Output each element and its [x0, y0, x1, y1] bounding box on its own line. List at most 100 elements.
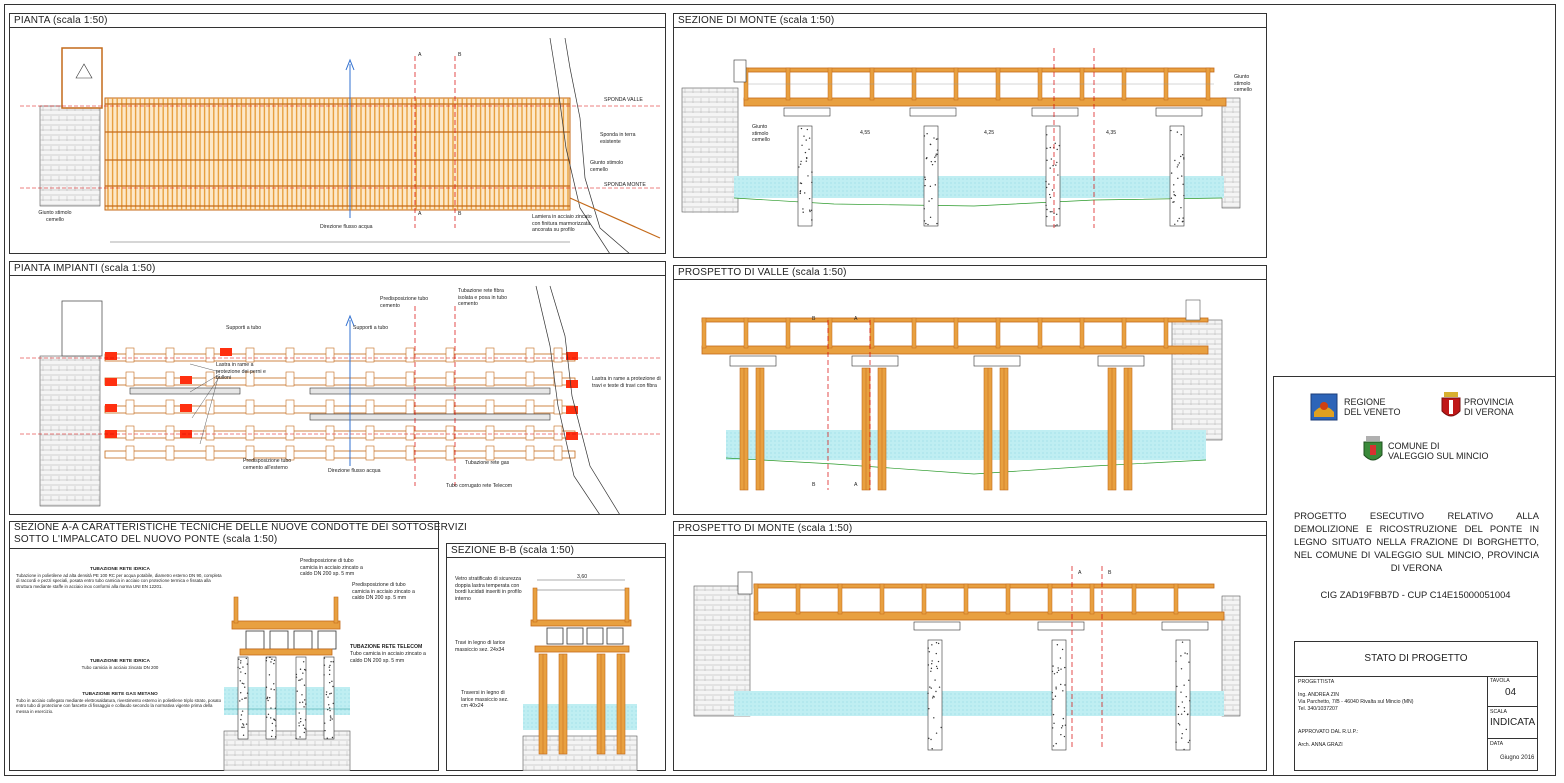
scala-header: SCALA [1490, 709, 1507, 716]
panel-prospetto-monte: PROSPETTO DI MONTE (scala 1:50) A B [673, 521, 1267, 771]
support-clamp [286, 400, 294, 414]
pile-grain [929, 651, 930, 652]
prospetto-monte-drawing [674, 535, 1266, 770]
pile-grain [272, 723, 273, 724]
pile-grain [327, 696, 328, 697]
section-mark-b: B [1108, 570, 1111, 577]
pile-grain [298, 725, 299, 726]
pile-grain [811, 171, 812, 172]
support-clamp [486, 426, 494, 440]
baluster [1048, 584, 1052, 614]
pile-grain [1180, 655, 1181, 656]
duct [567, 628, 583, 644]
support-clamp [326, 348, 334, 362]
pile-grain [240, 719, 241, 720]
pile-grain [934, 679, 935, 680]
pile [324, 657, 334, 739]
section-mark-b-bottom: B [812, 482, 815, 489]
label-sponda: Sponda in terra esistente [600, 132, 640, 145]
pile-grain [1176, 686, 1177, 687]
label-vetro: Vetro stratificato di sicurezza doppia l… [455, 576, 523, 602]
pier-cap [1156, 108, 1202, 116]
pile-grain [1058, 670, 1059, 671]
pile-grain [239, 700, 240, 701]
pile-grain [240, 662, 241, 663]
pile-grain [273, 683, 274, 684]
pile-grain [299, 679, 300, 680]
support-clamp [166, 446, 174, 460]
pile-grain [1049, 194, 1050, 195]
pile-grain [302, 672, 303, 673]
pile-grain [928, 200, 929, 201]
pile-grain [245, 673, 246, 674]
panel-title: PROSPETTO DI VALLE (scala 1:50) [678, 267, 847, 278]
support-clamp [246, 400, 254, 414]
pile-grain [303, 725, 304, 726]
pile-grain [1179, 724, 1180, 725]
pile-grain [928, 738, 929, 739]
baluster [954, 318, 958, 348]
pile-grain [935, 691, 936, 692]
pile-grain [936, 653, 937, 654]
support-clamp [486, 348, 494, 362]
copper-plate [566, 380, 578, 388]
baluster [880, 584, 884, 614]
pile-grain [1184, 711, 1185, 712]
org-provincia: PROVINCIA DI VERONA [1464, 397, 1514, 417]
pile-grain [931, 644, 932, 645]
support-clamp [126, 446, 134, 460]
pile-grain [305, 719, 306, 720]
panel-prospetto-valle: PROSPETTO DI VALLE (scala 1:50) B A B A [673, 265, 1267, 515]
pile-grain [1055, 164, 1056, 165]
pile-grain [1050, 211, 1051, 212]
pile-grain [1181, 175, 1182, 176]
pile-grain [1051, 158, 1052, 159]
support-clamp [366, 400, 374, 414]
pile-grain [1182, 221, 1183, 222]
pile-grain [246, 723, 247, 724]
pile-grain [924, 208, 925, 209]
pile-grain [1057, 667, 1058, 668]
pier-cap [1162, 622, 1208, 630]
baluster [1132, 584, 1136, 614]
pile-grain [1046, 209, 1047, 210]
pile [1176, 640, 1190, 750]
support-clamp [526, 426, 534, 440]
pile-grain [1053, 723, 1054, 724]
pile-grain [924, 135, 925, 136]
support-clamp [286, 426, 294, 440]
support-clamp [166, 426, 174, 440]
pile [1046, 126, 1060, 226]
pile-grain [327, 738, 328, 739]
pile-grain [326, 691, 327, 692]
pile-grain [331, 693, 332, 694]
pile-grain [239, 668, 240, 669]
label-traversi: Traversi in legno di larice massiccio se… [461, 690, 509, 710]
pile-grain [268, 714, 269, 715]
pile-grain [241, 714, 242, 715]
support-clamp [526, 348, 534, 362]
pile-grain [933, 717, 934, 718]
abutment-left [682, 88, 738, 212]
pile-grain [330, 715, 331, 716]
support-clamp [126, 400, 134, 414]
panel-title: PIANTA (scala 1:50) [14, 15, 108, 26]
pile-grain [242, 683, 243, 684]
pile-grain [266, 687, 267, 688]
pile-grain [304, 728, 305, 729]
pile-grain [274, 660, 275, 661]
pile-grain [329, 665, 330, 666]
scala-value: INDICATA [1490, 717, 1535, 728]
cig-cup-code: CIG ZAD19FBB7D - CUP C14E15000051004 [1274, 589, 1557, 600]
baluster [796, 584, 800, 614]
label-direzione: Direzione flusso acqua [320, 224, 372, 231]
pile-grain [302, 701, 303, 702]
pile-grain [1046, 160, 1047, 161]
support-clamp [326, 446, 334, 460]
pile-grain [1055, 225, 1056, 226]
support-clamp [406, 400, 414, 414]
provincia-verona-crest-icon [1440, 391, 1462, 421]
pile-grain [1174, 224, 1175, 225]
pile-grain [1060, 668, 1061, 669]
pier-cap [1038, 622, 1084, 630]
